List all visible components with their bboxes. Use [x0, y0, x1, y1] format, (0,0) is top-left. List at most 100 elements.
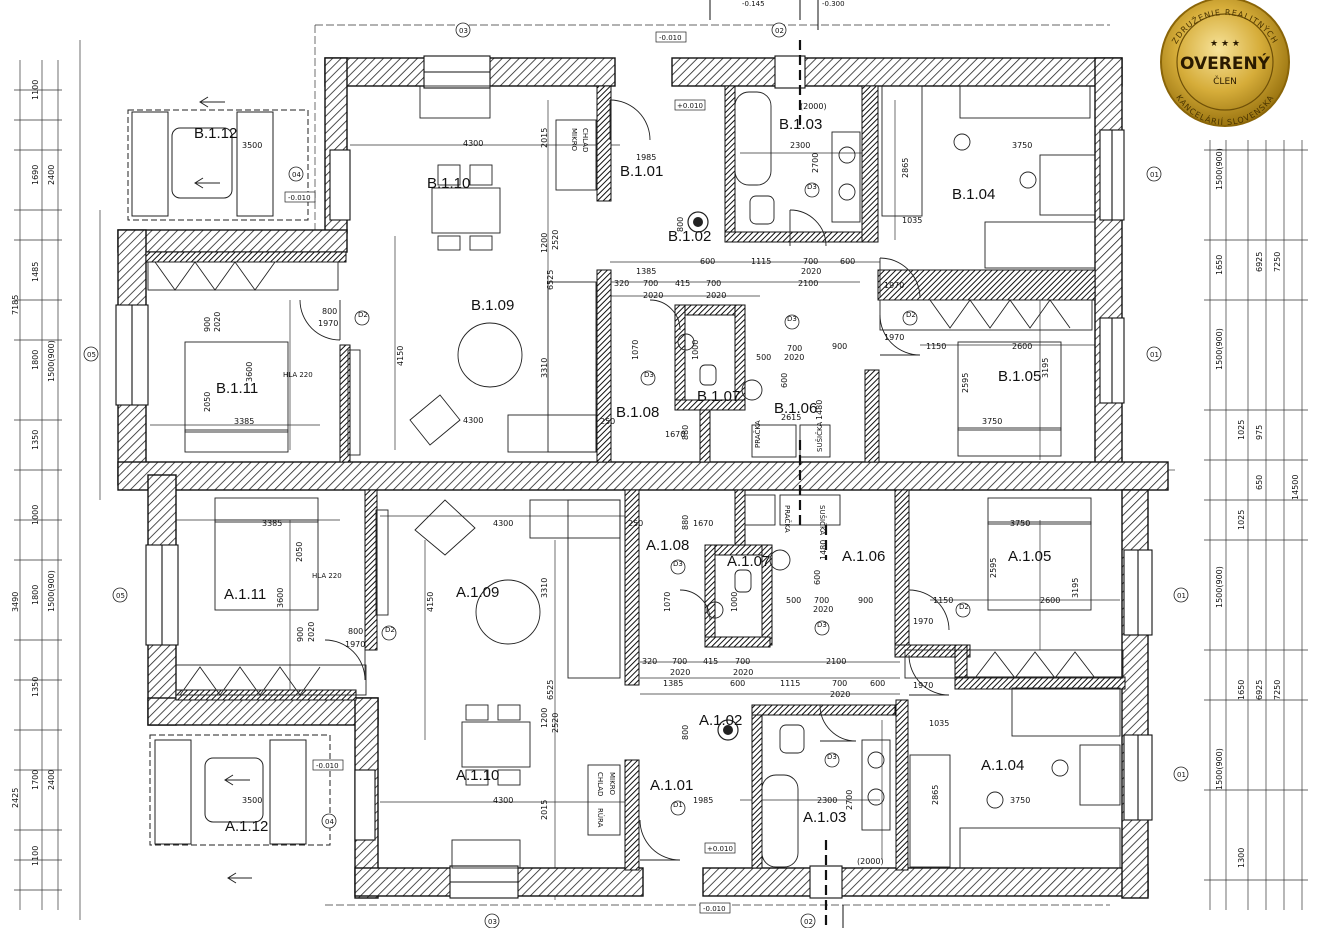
tag-05-a: 05 [116, 592, 125, 600]
tag-d3-b2: D3 [787, 315, 797, 323]
dim-b-500: 500 [756, 353, 771, 362]
dim-b-1035: 1035 [902, 216, 922, 225]
dim-a-900: 900 [858, 596, 873, 605]
dim-b-4300b: 4300 [463, 416, 483, 425]
dim-b-3750: 3750 [1012, 141, 1032, 150]
room-b102: B.1.02 [668, 228, 711, 245]
dim-r-1300: 1300 [1237, 848, 1246, 868]
label-mikro-b: MIKRO [570, 128, 578, 152]
dim-b-2595: 2595 [961, 373, 970, 393]
room-a106: A.1.06 [842, 548, 885, 565]
room-a110: A.1.10 [456, 767, 499, 784]
dim-b-900: 900 [203, 317, 212, 332]
room-a105: A.1.05 [1008, 548, 1051, 565]
tag-d3-b1: D3 [644, 371, 654, 379]
dim-a-3750b: 3750 [1010, 519, 1030, 528]
dim-l-2400: 2400 [47, 165, 56, 185]
badge-main-text: OVERENÝ [1180, 52, 1271, 74]
level-tag-1: -0.010 [659, 34, 682, 42]
dim-b-1480: 1480 [815, 400, 824, 420]
dim-l-1000: 1000 [31, 505, 40, 525]
dim-a-700d: 700 [832, 679, 847, 688]
dim-a-2300: 2300 [817, 796, 837, 805]
tag-03-top: 03 [459, 27, 468, 35]
dim-a-2100: 2100 [826, 657, 846, 666]
section-lines [798, 40, 828, 928]
dim-b-4300: 4300 [463, 139, 483, 148]
dim-a-1070: 1070 [663, 592, 672, 612]
dim-r-1500c: 1500(900) [1215, 566, 1224, 608]
label-susicka-a: SUŠIČKA [818, 505, 827, 535]
label-chlad-a: CHLAD [596, 772, 604, 796]
dim-b-700c: 700 [706, 279, 721, 288]
tag-d3-b3: D3 [807, 183, 817, 191]
tag-d3-a3: D3 [827, 753, 837, 761]
badge-stars: ★ ★ ★ [1210, 39, 1240, 49]
dim-a-880: 880 [681, 515, 690, 530]
room-b107: B.1.07 [697, 388, 740, 405]
tag-04-b: 04 [292, 171, 301, 179]
dim-b-1200: 1200 [540, 233, 549, 253]
room-b103: B.1.03 [779, 116, 822, 133]
dim-a-3750: 3750 [1010, 796, 1030, 805]
dim-a-3600: 3600 [276, 588, 285, 608]
room-a111: A.1.11 [224, 586, 266, 603]
dim-b-2700: 2700 [811, 153, 820, 173]
room-a107: A.1.07 [727, 553, 770, 570]
dim-b-800v: 800 [676, 217, 685, 232]
dim-r-14500: 14500 [1291, 475, 1300, 500]
dim-b-2100: 2100 [798, 279, 818, 288]
dim-b-1970: 1970 [884, 281, 904, 290]
dim-a-1000: 1000 [730, 592, 739, 612]
tag-04-a: 04 [325, 818, 334, 826]
dim-a-700b: 700 [672, 657, 687, 666]
dim-b-1000: 1000 [691, 340, 700, 360]
dim-l-1485: 1485 [31, 262, 40, 282]
room-b104: B.1.04 [952, 186, 995, 203]
dim-a-320: 320 [642, 657, 657, 666]
dim-b-2020c: 2020 [706, 291, 726, 300]
dim-a-1200: 1200 [540, 708, 549, 728]
dim-a-4150: 4150 [426, 592, 435, 612]
dim-l-1800b: 1800 [31, 585, 40, 605]
dim-r-6925: 6925 [1255, 252, 1264, 272]
window-tags: 03 02 04 05 01 01 05 04 01 01 03 02 D3 D… [83, 22, 1189, 928]
dim-l-2400b: 2400 [47, 770, 56, 790]
dim-a-2050: 2050 [295, 542, 304, 562]
dim-a-2020e: 2020 [307, 622, 316, 642]
dim-a-4300b: 4300 [493, 796, 513, 805]
dim-a-3385: 3385 [262, 519, 282, 528]
dim-l-1690: 1690 [31, 165, 40, 185]
dim-r-1025: 1025 [1237, 420, 1246, 440]
dim-b-600b: 600 [840, 257, 855, 266]
dim-b-250: 250 [600, 417, 615, 426]
door-swings [299, 99, 950, 861]
dim-b-4150: 4150 [396, 346, 405, 366]
tag-d2-a2: D2 [959, 603, 969, 611]
plant-markers [687, 211, 739, 741]
dim-l-1100: 1100 [31, 80, 40, 100]
room-a103: A.1.03 [803, 809, 846, 826]
dim-b-2050: 2050 [203, 392, 212, 412]
dim-a-600b: 600 [870, 679, 885, 688]
dim-a-2020: 2020 [813, 605, 833, 614]
dim-b-3500: 3500 [242, 141, 262, 150]
tag-01-a1: 01 [1177, 592, 1186, 600]
dim-a-2865: 2865 [931, 785, 940, 805]
dim-l-1500: 1500(900) [47, 340, 56, 382]
dim-a-2600: 2600 [1040, 596, 1060, 605]
dim-b-320: 320 [614, 279, 629, 288]
room-b108: B.1.08 [616, 404, 659, 421]
label-mikro-a: MIKRO [608, 772, 616, 796]
dim-b-900: 900 [832, 342, 847, 351]
dim-b-800: 800 [322, 307, 337, 316]
dim-a-1035: 1035 [929, 719, 949, 728]
dim-b-1150: 1150 [926, 342, 946, 351]
dim-b-2020e: 2020 [213, 312, 222, 332]
dim-a-6525: 6525 [546, 680, 555, 700]
tag-d1-a: D1 [673, 801, 683, 809]
room-b112: B.1.12 [194, 125, 237, 142]
windows [115, 55, 1153, 899]
tag-05-b: 05 [87, 351, 96, 359]
dim-l-1350b: 1350 [31, 677, 40, 697]
